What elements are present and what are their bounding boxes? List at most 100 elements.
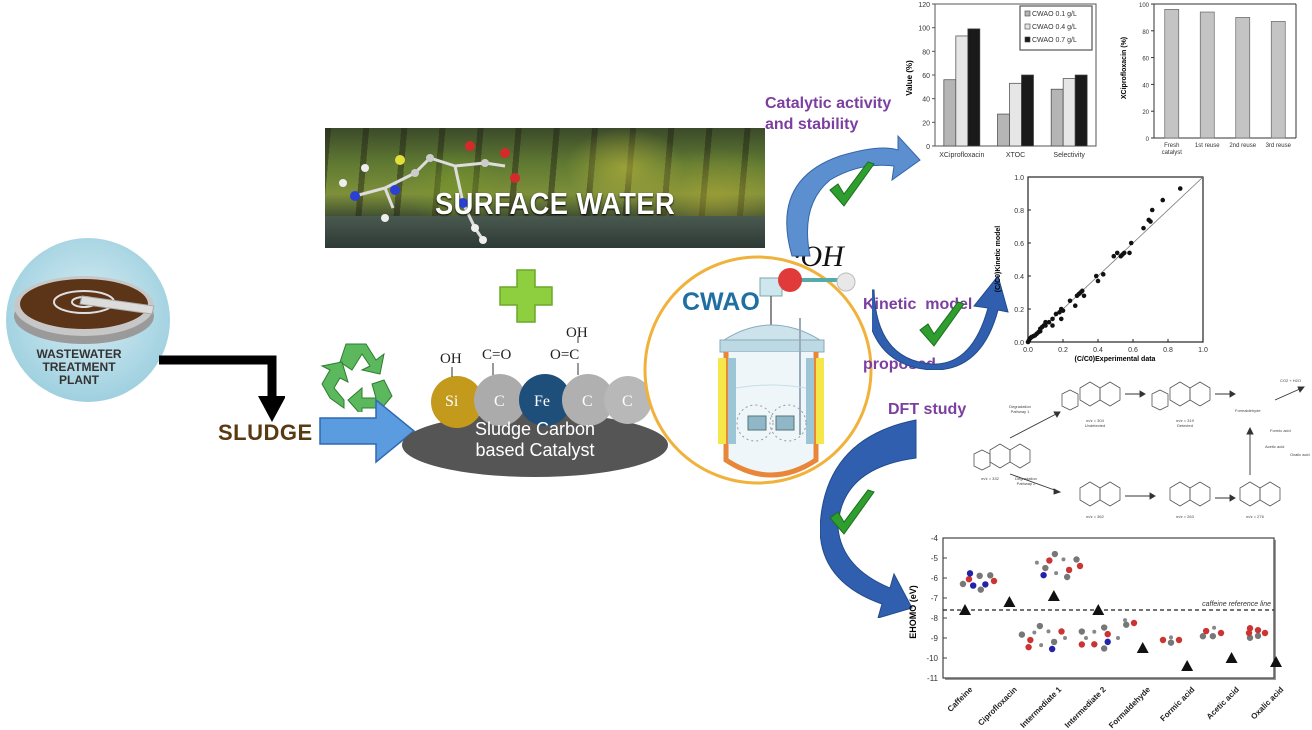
legend-box bbox=[1019, 5, 1093, 51]
group-carboxyl: O=C bbox=[550, 347, 580, 363]
catalyst-structure-icon bbox=[402, 337, 668, 477]
chart-points bbox=[959, 590, 1282, 671]
y-tick-label: 0 bbox=[926, 144, 930, 151]
atom-c: C bbox=[494, 393, 505, 410]
atom bbox=[959, 580, 967, 588]
data-point-triangle bbox=[1047, 590, 1060, 601]
atom bbox=[1065, 566, 1073, 574]
y-tick-label: 20 bbox=[922, 120, 930, 127]
atom bbox=[1212, 625, 1217, 630]
chart-catalyst-stability: XCiprofloxacin (%) 020406080100Freshcata… bbox=[1121, 3, 1297, 156]
atom bbox=[965, 575, 973, 583]
data-point bbox=[1177, 186, 1183, 191]
y-tick-label: -6 bbox=[931, 574, 939, 583]
data-point bbox=[1128, 240, 1134, 246]
atom bbox=[1063, 573, 1071, 581]
data-point bbox=[1046, 319, 1052, 325]
x-tick-label: 0.8 bbox=[1163, 347, 1173, 354]
compound-mz: m/z = 304 bbox=[1086, 418, 1104, 423]
step-kinetic-model: Kinetic model proposed bbox=[863, 255, 972, 395]
atom bbox=[966, 570, 974, 577]
bar bbox=[1164, 9, 1180, 139]
y-tick-label: -8 bbox=[931, 614, 939, 623]
curved-arrow-catalytic-icon bbox=[786, 134, 921, 257]
x-tick-label: catalyst bbox=[1162, 150, 1183, 156]
catalyst-label: Sludge Carbon based Catalyst bbox=[430, 419, 640, 461]
legend-label: CWAO 0.4 g/L bbox=[1032, 24, 1077, 31]
x-tick-label: Formaldehyde bbox=[1107, 685, 1152, 730]
data-point-triangle bbox=[1136, 642, 1149, 653]
y-axis-label: EHOMO (eV) bbox=[908, 585, 918, 639]
atom bbox=[1123, 621, 1130, 628]
cwao-label: CWAO bbox=[682, 288, 760, 316]
y-tick-label: 100 bbox=[918, 26, 930, 33]
atom bbox=[1058, 628, 1065, 635]
bar bbox=[1062, 78, 1076, 147]
data-point-triangle bbox=[959, 604, 971, 615]
data-point bbox=[1050, 316, 1055, 322]
compound-status: Detected bbox=[1177, 423, 1193, 428]
x-tick-label: XCiprofloxacin bbox=[939, 152, 984, 159]
data-point bbox=[1058, 316, 1064, 322]
x-tick-label: Caffeine bbox=[946, 685, 975, 714]
catalyst-illustration: OH C=O OH O=C Si C Fe C C Sludge Carbon … bbox=[400, 325, 670, 495]
compound-status: Undetected bbox=[1085, 423, 1105, 428]
label-line: and stability bbox=[765, 116, 859, 133]
y-tick-label: 0.4 bbox=[1014, 274, 1024, 281]
atom bbox=[1025, 643, 1032, 651]
atom bbox=[1048, 645, 1056, 653]
compound-mz: m/z = 263 bbox=[1176, 514, 1194, 519]
atom bbox=[1061, 557, 1066, 562]
atom bbox=[1104, 630, 1111, 638]
data-point bbox=[1043, 323, 1048, 328]
compound-mz: m/z = 362 bbox=[1086, 514, 1104, 519]
label-line: Sludge Carbon bbox=[474, 419, 596, 439]
data-point bbox=[1149, 207, 1155, 213]
pathway2-label: Degradation bbox=[1015, 476, 1037, 481]
data-point-triangle bbox=[1225, 652, 1238, 663]
atom bbox=[990, 577, 998, 585]
label-line: PLANT bbox=[59, 373, 99, 387]
curved-arrow-dft-icon bbox=[820, 419, 917, 618]
end-products: CO2 + H2O bbox=[1280, 378, 1301, 383]
atom bbox=[970, 582, 977, 589]
atom bbox=[1199, 633, 1207, 640]
small-molecule: Formaldehyde bbox=[1235, 408, 1261, 413]
compound-mz: m/z = 276 bbox=[1246, 514, 1264, 519]
bar bbox=[1235, 17, 1251, 139]
y-tick-label: 80 bbox=[1142, 30, 1149, 36]
atom bbox=[1046, 557, 1053, 564]
y-axis-label: (C/C0)Kinetic model bbox=[995, 226, 1002, 293]
compound-mz: m/z = 319 bbox=[1176, 418, 1194, 423]
data-point bbox=[1100, 272, 1106, 277]
label-line: Catalytic activity bbox=[765, 95, 892, 112]
arrow-right-icon bbox=[319, 398, 416, 464]
atom bbox=[1027, 636, 1034, 644]
atom bbox=[1217, 629, 1225, 637]
molecule-overlay-icon bbox=[339, 141, 520, 244]
data-point bbox=[1095, 278, 1101, 284]
y-tick-label: 60 bbox=[1142, 57, 1149, 63]
plot-frame bbox=[1027, 176, 1204, 343]
legend-label: CWAO 0.7 g/L bbox=[1032, 37, 1077, 44]
y-tick-label: 40 bbox=[1142, 83, 1149, 89]
data-point bbox=[1043, 319, 1048, 325]
atom bbox=[1123, 618, 1127, 623]
x-tick-label: 3rd reuse bbox=[1266, 143, 1292, 149]
x-tick-label: Fresh bbox=[1164, 143, 1179, 149]
atom bbox=[1046, 629, 1051, 634]
bar bbox=[1021, 74, 1034, 147]
step-dft-study: DFT study bbox=[888, 401, 967, 418]
atom bbox=[1078, 641, 1086, 648]
data-point-triangle bbox=[1092, 604, 1105, 615]
bar bbox=[997, 113, 1010, 147]
wastewater-plant-icon bbox=[6, 238, 170, 402]
data-point bbox=[1067, 298, 1073, 304]
atom bbox=[1246, 634, 1254, 641]
data-point bbox=[1141, 225, 1146, 231]
pathway1-label: Pathway 1 bbox=[1011, 409, 1030, 414]
